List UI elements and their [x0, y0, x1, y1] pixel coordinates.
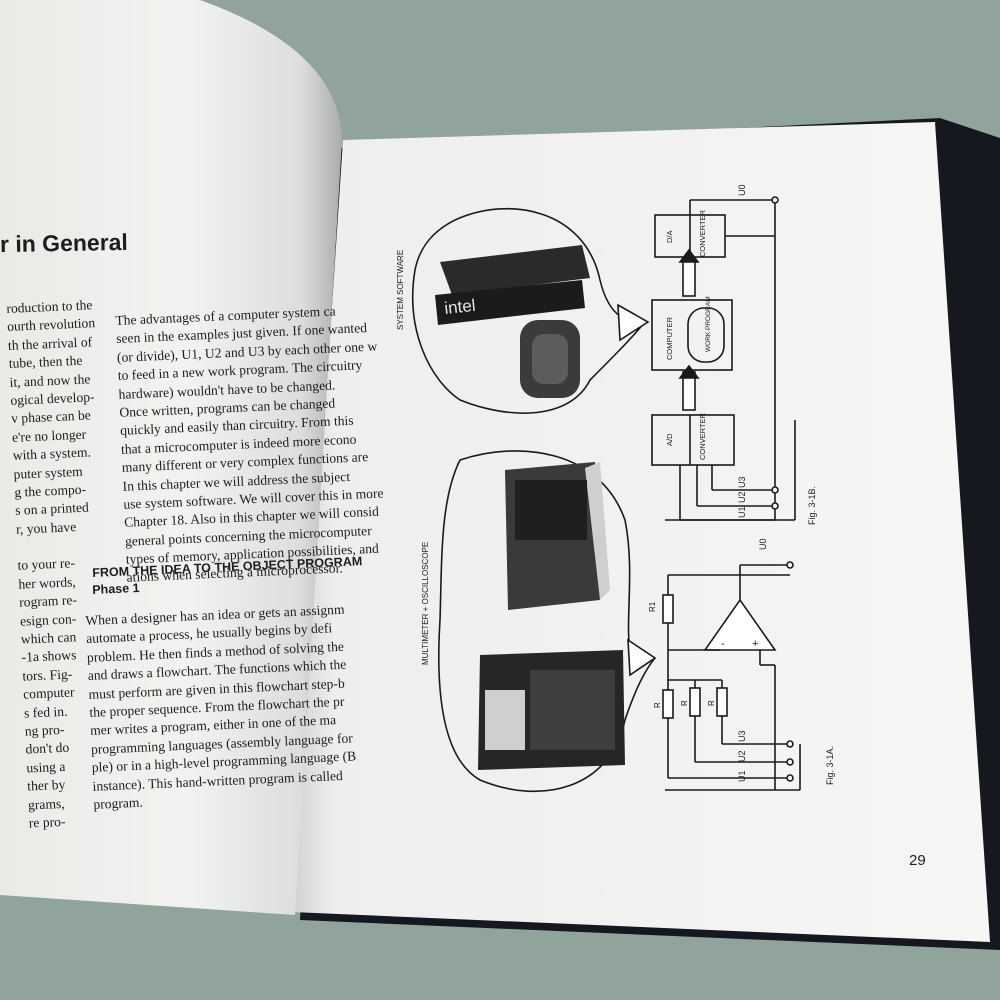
opamp-plus: +: [752, 638, 758, 650]
resistor-r1: [662, 594, 674, 624]
resistor-r-3: [716, 687, 728, 717]
output-label-a: U0: [758, 538, 768, 550]
ad-label: A/D: [665, 433, 674, 446]
fig-caption-a: Fig. 3-1A.: [825, 746, 835, 785]
intel-logo: intel: [443, 296, 476, 318]
r-label-3: R: [707, 700, 716, 706]
resistor-r-2: [689, 687, 701, 717]
thought-bubble-bottom: [438, 450, 656, 792]
input-label-a-2: U2: [737, 750, 747, 762]
work-program-block: [687, 307, 725, 363]
r-label-2: R: [680, 700, 689, 706]
opamp-minus: -: [721, 638, 725, 650]
input-label-b-1: U1: [737, 506, 747, 518]
da-label: D/A: [665, 230, 674, 243]
ad-converter-label: CONVERTER: [698, 412, 707, 460]
work-program-label: WORK PROGRAM: [705, 296, 712, 352]
ad-block: [651, 414, 735, 466]
photo-multimeter: [478, 650, 625, 770]
right-page: [292, 122, 990, 942]
input-label-b-2: U2: [737, 491, 747, 503]
input-label-a-1: U1: [737, 770, 747, 782]
computer-block: [651, 299, 733, 371]
r1-label: R1: [648, 601, 657, 612]
computer-label: COMPUTER: [665, 317, 674, 361]
page-number: 29: [909, 852, 926, 869]
photo-intel-system: intel: [435, 245, 590, 398]
da-converter-label: CONVERTER: [698, 209, 707, 257]
opamp: [703, 598, 777, 651]
r-label-1: R: [653, 702, 662, 708]
output-label-b: U0: [737, 184, 747, 196]
input-label-b-3: U3: [737, 476, 747, 488]
thought-bubble-top: [411, 208, 647, 414]
photo-oscilloscope: [505, 462, 610, 610]
arrow-computer-to-da: [682, 257, 696, 297]
input-label-a-3: U3: [737, 730, 747, 742]
label-system-software: SYSTEM SOFTWARE: [396, 250, 405, 330]
label-multimeter-oscilloscope: MULTIMETER + OSCILLOSCOPE: [421, 542, 430, 665]
left-page: [0, 0, 342, 915]
fig-caption-b: Fig. 3-1B.: [807, 486, 817, 525]
resistor-r-1: [662, 689, 674, 719]
